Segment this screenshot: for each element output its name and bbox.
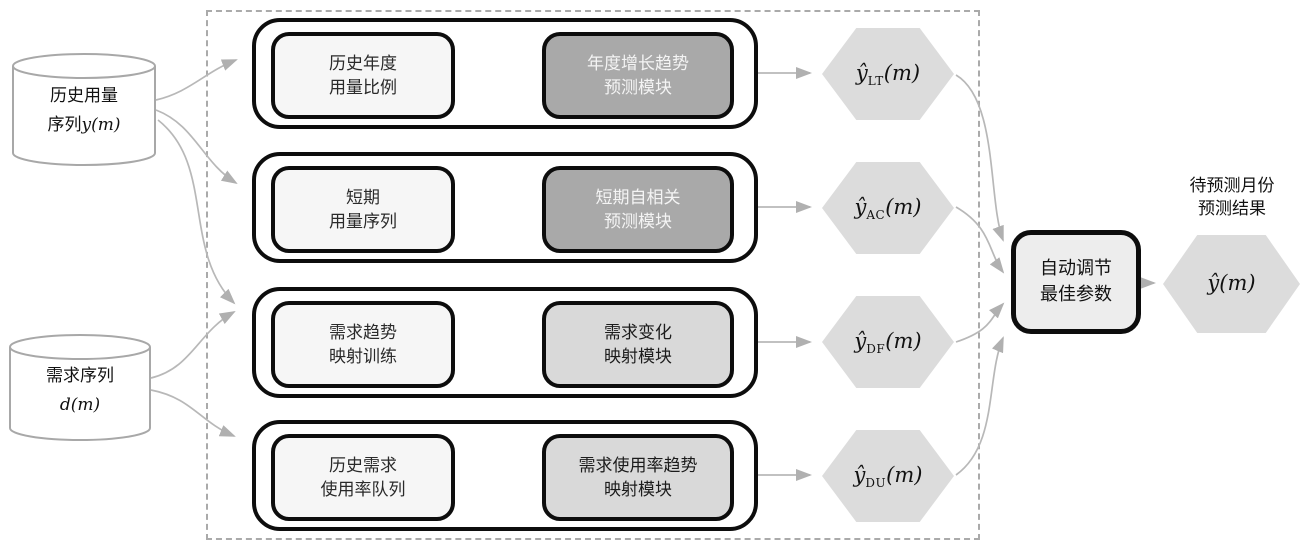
arrow-usage-row3 xyxy=(157,119,236,305)
arrow-usage-row1 xyxy=(155,59,238,101)
parameter-adjuster-box: 自动调节 最佳参数 xyxy=(1011,230,1141,334)
label-line: 历史用量 xyxy=(50,86,118,106)
label-line: 预测模块 xyxy=(604,77,672,98)
label-line: 需求变化 xyxy=(604,322,672,343)
result-hexagon: ŷ(m) xyxy=(1163,235,1300,333)
input-box: 需求趋势 映射训练 xyxy=(271,301,455,388)
source-label-usage: 历史用量 序列y(m) xyxy=(13,82,155,140)
label-line: 预测结果 xyxy=(1198,199,1266,219)
input-box: 历史需求 使用率队列 xyxy=(271,434,455,521)
math-term: y(m) xyxy=(81,115,121,135)
hexagon-label: ŷDF(m) xyxy=(854,328,922,356)
label-line: 使用率队列 xyxy=(320,479,406,500)
input-box: 历史年度 用量比例 xyxy=(271,32,455,119)
hexagon-label: ŷAC(m) xyxy=(854,194,922,222)
label-line: 需求序列 xyxy=(46,366,114,386)
arrow-usage-row2 xyxy=(155,109,238,185)
arrow-hex-adjuster-2 xyxy=(955,206,1005,274)
arrow-hex-adjuster-3 xyxy=(955,302,1005,343)
pipeline-row-du: 历史需求 使用率队列 需求使用率趋势 映射模块 xyxy=(252,420,758,531)
arrow-hex-adjuster-4 xyxy=(955,336,1004,476)
usage-cylinder-shape xyxy=(12,53,156,166)
pipeline-row-df: 需求趋势 映射训练 需求变化 映射模块 xyxy=(252,287,758,398)
label-line: 预测模块 xyxy=(604,211,672,232)
label-line: 短期 xyxy=(346,187,380,208)
math-term: d(m) xyxy=(59,395,101,415)
label-line: 需求使用率趋势 xyxy=(578,455,698,476)
hexagon-label: ŷ(m) xyxy=(1207,270,1256,295)
hexagon-label: ŷLT(m) xyxy=(855,60,921,88)
label-line: 映射模块 xyxy=(604,479,672,500)
label-line: 映射模块 xyxy=(604,346,672,367)
pipeline-row-ac: 短期 用量序列 短期自相关 预测模块 xyxy=(252,152,758,263)
source-label-demand: 需求序列 d(m) xyxy=(10,362,150,420)
result-label: 待预测月份 预测结果 xyxy=(1157,175,1307,221)
module-box: 短期自相关 预测模块 xyxy=(542,166,734,253)
demand-cylinder-shape xyxy=(9,334,151,441)
arrow-demand-row3 xyxy=(150,311,236,379)
label-line: 自动调节 xyxy=(1040,258,1112,279)
label-line: 需求趋势 xyxy=(329,322,397,343)
label-line: d(m) xyxy=(10,391,150,420)
label-line: 短期自相关 xyxy=(595,187,681,208)
module-box: 需求使用率趋势 映射模块 xyxy=(542,434,734,521)
pipeline-boundary xyxy=(206,10,980,540)
label-line: 用量比例 xyxy=(329,77,397,98)
input-box: 短期 用量序列 xyxy=(271,166,455,253)
label-line: 待预测月份 xyxy=(1189,176,1275,196)
label-line: 序列y(m) xyxy=(47,115,121,135)
arrow-demand-row4 xyxy=(150,389,236,437)
module-box: 年度增长趋势 预测模块 xyxy=(542,32,734,119)
label-line: 历史需求 xyxy=(329,455,397,476)
pipeline-row-lt: 历史年度 用量比例 年度增长趋势 预测模块 xyxy=(252,18,758,129)
module-box: 需求变化 映射模块 xyxy=(542,301,734,388)
label-line: 历史年度 xyxy=(329,53,397,74)
hexagon-label: ŷDU(m) xyxy=(853,462,923,490)
label-line: 最佳参数 xyxy=(1040,284,1112,305)
label-line: 年度增长趋势 xyxy=(587,53,689,74)
label-line: 映射训练 xyxy=(329,346,397,367)
label-line: 用量序列 xyxy=(329,211,397,232)
arrow-hex-adjuster-1 xyxy=(955,74,1004,242)
